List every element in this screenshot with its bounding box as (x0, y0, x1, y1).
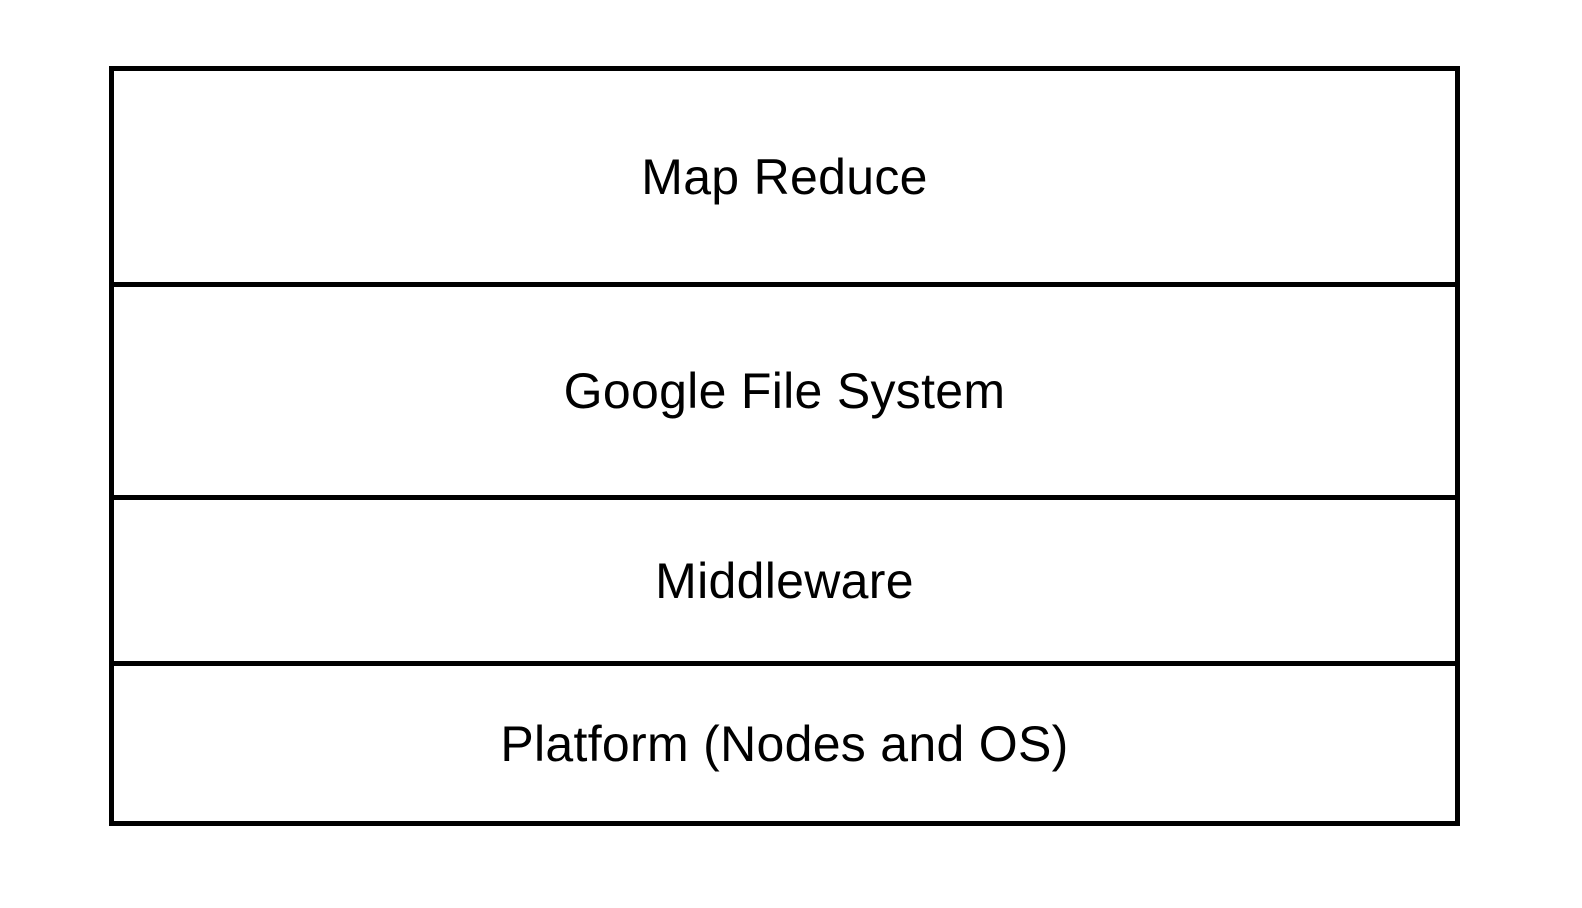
layer-platform: Platform (Nodes and OS) (114, 661, 1455, 821)
layer-label: Map Reduce (641, 148, 928, 205)
layer-label: Middleware (655, 552, 914, 609)
layer-label: Platform (Nodes and OS) (500, 715, 1069, 772)
layer-label: Google File System (563, 363, 1006, 419)
layer-google-file-system: Google File System (114, 282, 1455, 495)
layer-middleware: Middleware (114, 495, 1455, 661)
layer-map-reduce: Map Reduce (114, 71, 1455, 282)
layer-stack-diagram: Map Reduce Google File System Middleware… (109, 66, 1460, 826)
